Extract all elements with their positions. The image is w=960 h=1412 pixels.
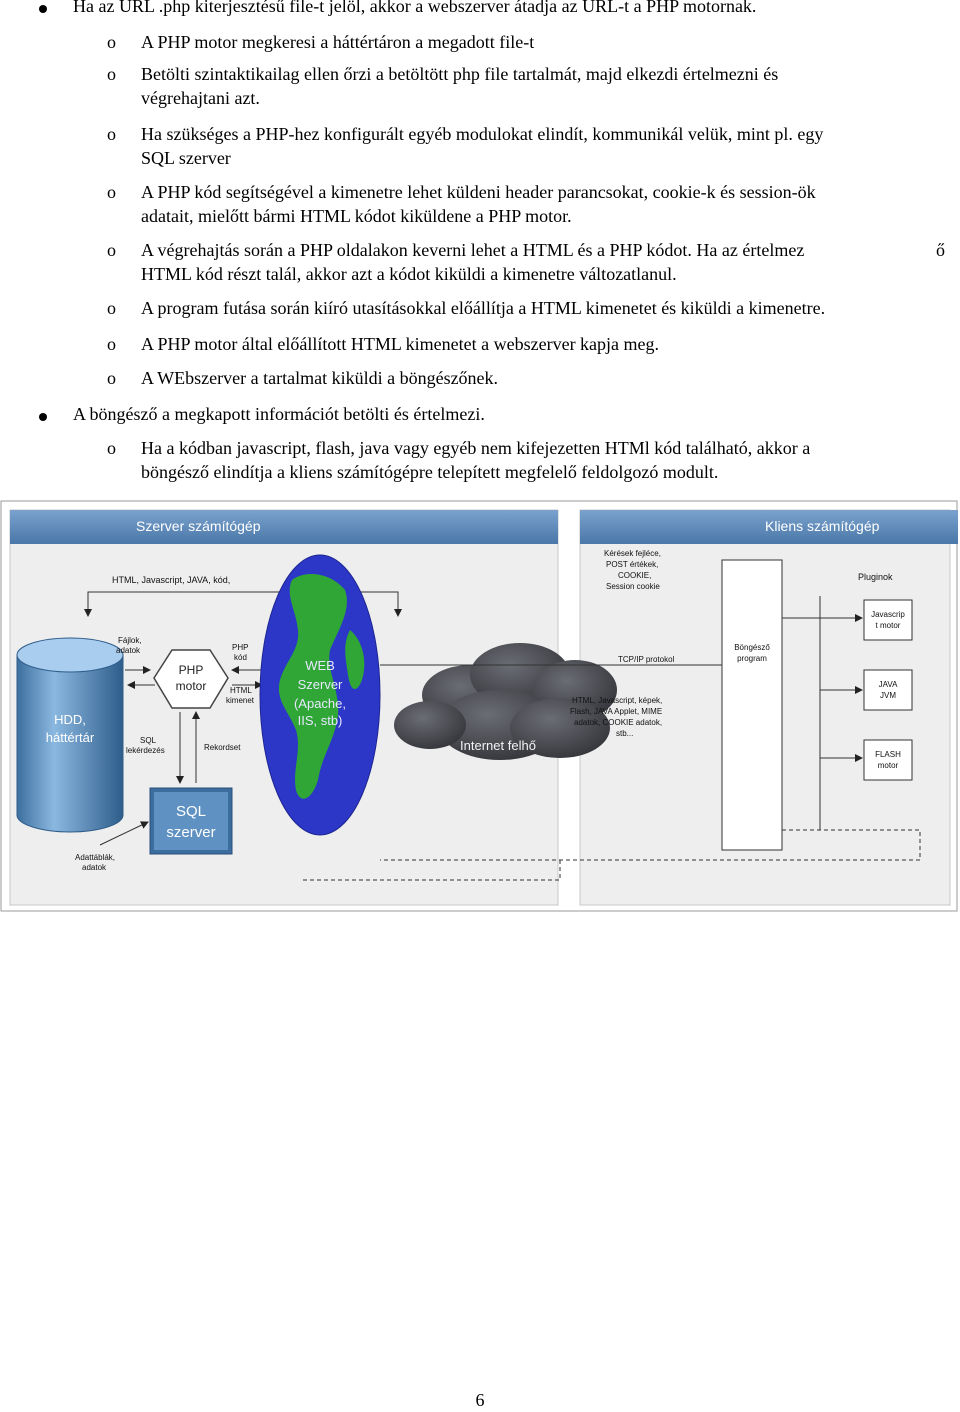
bullet-marker <box>39 5 47 13</box>
web-server-label-1: WEB <box>305 658 335 673</box>
list-item-line: A WEbszerver a tartalmat kiküldi a böngé… <box>141 368 499 388</box>
internet-label: Internet felhő <box>460 738 536 753</box>
data-tables-label-1: Adattáblák, <box>75 853 115 862</box>
list-item-line: A böngésző a megkapott információt betöl… <box>73 404 485 424</box>
web-server-label-2: Szerver <box>298 677 343 692</box>
list-item-line: Ha a kódban javascript, flash, java vagy… <box>141 438 811 458</box>
web-server-label-3: (Apache, <box>294 696 346 711</box>
files-label-1: Fájlok, <box>118 636 142 645</box>
hdd-label-1: HDD, <box>54 712 86 727</box>
list-item-line: A PHP motor megkeresi a háttértáron a me… <box>141 32 535 52</box>
sub-bullet-marker: o <box>107 240 116 260</box>
sub-bullet-marker: o <box>107 182 116 202</box>
client-server-diagram: Szerver számítógép HTML, Javascript, JAV… <box>0 500 960 912</box>
java-box: JAVA JVM <box>863 669 913 711</box>
sub-bullet-marker: o <box>107 298 116 318</box>
list-item-line: Ha az URL .php kiterjesztésű file-t jelö… <box>73 0 757 16</box>
web-server-globe: WEB Szerver (Apache, IIS, stb) <box>259 554 381 836</box>
list-item-line: A program futása során kiíró utasításokk… <box>141 298 826 318</box>
hdd-cylinder: HDD, háttértár <box>16 637 124 833</box>
list-item-line: Betölti szintaktikailag ellen őrzi a bet… <box>141 64 779 84</box>
browser-label-1: Böngésző <box>734 643 770 652</box>
js-engine-label-1: Javascrip <box>871 610 905 619</box>
internet-cloud: Internet felhő <box>394 643 617 760</box>
js-engine-box: Javascrip t motor <box>863 599 913 641</box>
list-item-line: böngésző elindítja a kliens számítógépre… <box>141 462 719 482</box>
sql-server-box: SQL szerver <box>149 787 233 855</box>
php-engine-label-2: motor <box>176 679 207 693</box>
sql-query-label-1: SQL <box>140 736 157 745</box>
list-item-line: adatait, mielőtt bármi HTML kódot kiküld… <box>141 206 572 226</box>
php-engine-hexagon: PHP motor <box>153 649 229 709</box>
flash-label-1: FLASH <box>875 750 901 759</box>
hdd-label-2: háttértár <box>46 730 95 745</box>
request-label-2: POST értékek, <box>606 560 658 569</box>
response-label-4: stb... <box>616 729 633 738</box>
request-label-4: Session cookie <box>606 582 660 591</box>
recordset-label: Rekordset <box>204 743 241 752</box>
sub-bullet-marker: o <box>107 368 116 388</box>
html-output-label-1: HTML <box>230 686 252 695</box>
data-tables-label-2: adatok <box>82 863 107 872</box>
sub-bullet-marker: o <box>107 124 116 144</box>
response-label-1: HTML, Javascript, képek, <box>572 696 662 705</box>
list-item-line: A PHP kód segítségével a kimenetre lehet… <box>141 182 816 202</box>
request-label-1: Kérések fejléce, <box>604 549 661 558</box>
browser-label-2: program <box>737 654 767 663</box>
sub-bullet-marker: o <box>107 64 116 84</box>
java-label-1: JAVA <box>879 680 898 689</box>
plugins-label: Pluginok <box>858 572 893 582</box>
html-output-label-2: kimenet <box>226 696 255 705</box>
java-label-2: JVM <box>880 691 896 700</box>
bullet-marker <box>39 413 47 421</box>
sub-bullet-marker: o <box>107 438 116 458</box>
list-item-line: Ha szükséges a PHP-hez konfigurált egyéb… <box>141 124 824 144</box>
sql-server-label-1: SQL <box>176 803 206 820</box>
request-label-3: COOKIE, <box>618 571 651 580</box>
server-title: Szerver számítógép <box>136 518 261 534</box>
php-engine-label-1: PHP <box>179 663 204 677</box>
list-item-line: HTML kód részt talál, akkor azt a kódot … <box>141 264 677 284</box>
flash-box: FLASH motor <box>863 739 913 781</box>
tcpip-label: TCP/IP protokol <box>618 655 675 664</box>
sql-server-label-2: szerver <box>166 824 215 841</box>
js-engine-label-2: t motor <box>876 621 901 630</box>
line-tail-char: ő <box>936 240 945 260</box>
list-item-line: SQL szerver <box>141 148 231 168</box>
list-item-line: végrehajtani azt. <box>141 88 260 108</box>
flash-label-2: motor <box>878 761 899 770</box>
sql-query-label-2: lekérdezés <box>126 746 165 755</box>
server-code-label: HTML, Javascript, JAVA, kód, <box>112 575 230 585</box>
response-label-3: adatok, COOKIE adatok, <box>574 718 662 727</box>
response-label-2: Flash, JAVA Applet, MIME <box>570 707 662 716</box>
sub-bullet-marker: o <box>107 334 116 354</box>
browser-box: Böngésző program <box>721 559 783 851</box>
files-label-2: adatok <box>116 646 141 655</box>
client-title: Kliens számítógép <box>765 518 880 534</box>
web-server-label-4: IIS, stb) <box>298 713 343 728</box>
list-item-line: A PHP motor által előállított HTML kimen… <box>141 334 660 354</box>
php-code-label-1: PHP <box>232 643 248 652</box>
sub-bullet-marker: o <box>107 32 116 52</box>
page-number: 6 <box>475 1390 485 1410</box>
list-item-line: A végrehajtás során a PHP oldalakon keve… <box>141 240 805 260</box>
php-code-label-2: kód <box>234 653 247 662</box>
